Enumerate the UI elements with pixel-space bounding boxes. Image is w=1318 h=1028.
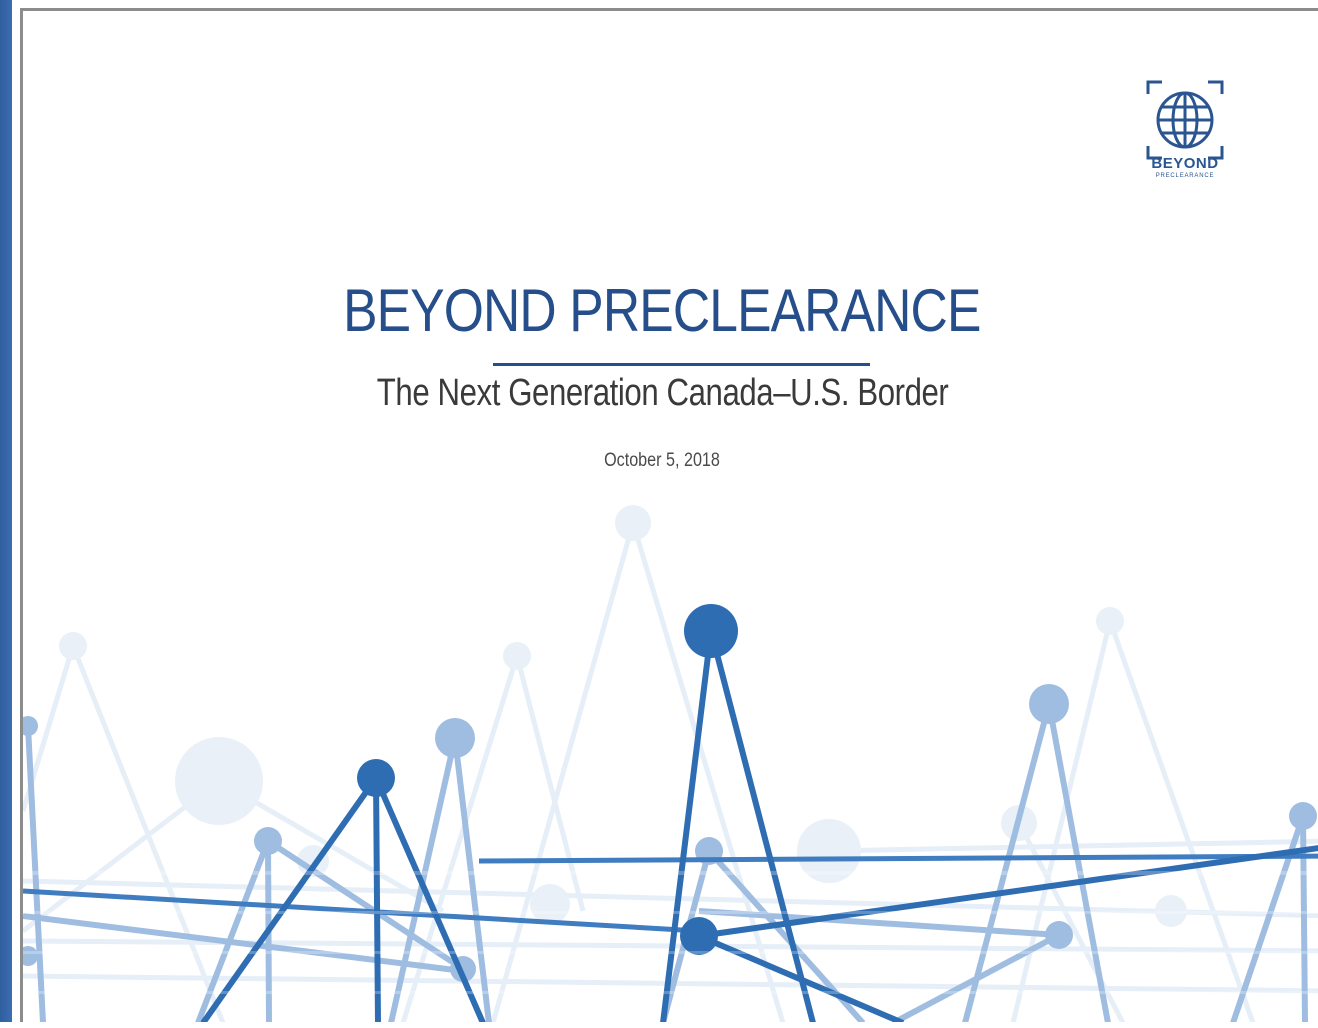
- viewer-bottom-edge: [0, 1022, 1318, 1028]
- globe-in-brackets-icon: [1146, 80, 1224, 160]
- document-subtitle: The Next Generation Canada–U.S. Border: [376, 372, 949, 414]
- document-page: [20, 8, 1318, 1026]
- network-nodes-graphic: [23, 505, 1318, 1023]
- document-date: October 5, 2018: [604, 450, 720, 471]
- viewer-side-gap: [12, 0, 20, 1028]
- title-underline: [493, 363, 870, 366]
- viewer-side-strip: [0, 0, 12, 1028]
- document-title: BEYOND PRECLEARANCE: [343, 277, 981, 344]
- logo-subtext: PRECLEARANCE: [1155, 173, 1215, 179]
- logo-wordmark: BEYOND: [1151, 155, 1219, 172]
